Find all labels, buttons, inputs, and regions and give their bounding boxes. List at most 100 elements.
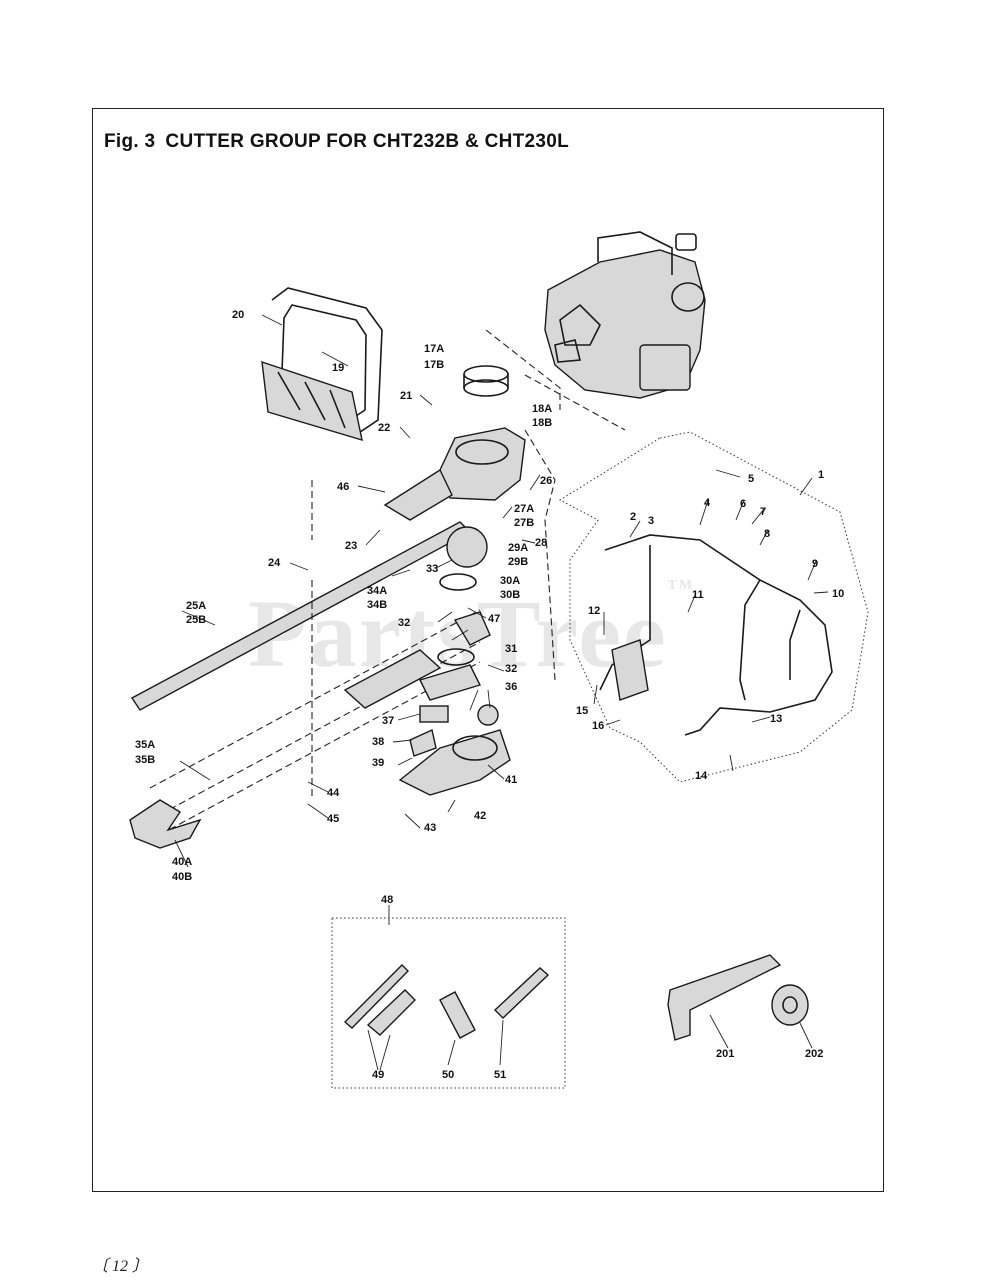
callout-30a: 30A: [500, 575, 520, 587]
callout-19: 19: [332, 362, 344, 374]
page-number: 〔 12 〕: [92, 1258, 149, 1275]
callout-15: 15: [576, 705, 588, 717]
callout-51: 51: [494, 1069, 506, 1081]
bearing-17-sides: [463, 374, 509, 388]
bearing-36-illustration: [477, 704, 499, 726]
callout-37: 37: [382, 715, 394, 727]
callout-30b: 30B: [500, 589, 520, 601]
guide-line-engine: [485, 329, 561, 410]
callout-27a: 27A: [514, 503, 534, 515]
callout-32a: 32: [398, 617, 410, 629]
callout-25b: 25B: [186, 614, 206, 626]
guide-line-right: [524, 429, 556, 681]
engine-illustration: [544, 231, 706, 399]
blade-25-illustration: [130, 521, 472, 711]
callout-29a: 29A: [508, 542, 528, 554]
callout-20: 20: [232, 309, 244, 321]
callout-40a: 40A: [172, 856, 192, 868]
callout-23: 23: [345, 540, 357, 552]
blade-35-40-illustration: [129, 609, 481, 849]
callout-2: 2: [630, 511, 636, 523]
pad-37-illustration: [419, 705, 449, 723]
callout-32b: 32: [505, 663, 517, 675]
callout-40b: 40B: [172, 871, 192, 883]
callout-18a: 18A: [532, 403, 552, 415]
callout-201: 201: [716, 1048, 734, 1060]
washer-32b-illustration: [437, 648, 475, 666]
callout-11: 11: [692, 589, 704, 601]
callout-4: 4: [704, 497, 711, 509]
callout-43: 43: [424, 822, 436, 834]
callout-8: 8: [764, 528, 770, 540]
callout-50: 50: [442, 1069, 454, 1081]
front-handle-illustration: [261, 287, 383, 442]
callout-35b: 35B: [135, 754, 155, 766]
guide-38-illustration: [409, 729, 437, 757]
callout-36: 36: [505, 681, 517, 693]
case-cover-41-illustration: [398, 729, 511, 796]
callout-49: 49: [372, 1069, 384, 1081]
callout-3: 3: [648, 515, 654, 527]
callout-45: 45: [327, 813, 339, 825]
callout-26: 26: [540, 475, 552, 487]
figure-title-text: CUTTER GROUP FOR CHT232B & CHT230L: [165, 131, 570, 152]
bearing-17-bottom: [463, 379, 509, 397]
callout-44: 44: [327, 787, 340, 799]
washer-32-illustration: [439, 573, 477, 591]
callout-10: 10: [832, 588, 844, 600]
wrench-51-illustration: [493, 967, 550, 1019]
callout-46: 46: [337, 481, 349, 493]
callout-7: 7: [760, 506, 766, 518]
callout-31: 31: [505, 643, 517, 655]
rear-handle-illustration: [599, 534, 833, 736]
callout-14: 14: [695, 770, 708, 782]
callout-25a: 25A: [186, 600, 206, 612]
connecting-rod-illustration: [419, 664, 481, 701]
assembly-1-boundary: [558, 431, 869, 783]
callout-17a: 17A: [424, 343, 444, 355]
callout-22: 22: [378, 422, 390, 434]
callout-27b: 27B: [514, 517, 534, 529]
gear-30-illustration: [446, 526, 488, 568]
wrench-201-illustration: [667, 954, 782, 1041]
case-cover-41-ring: [452, 735, 498, 761]
screwdriver-49-illustration: [343, 964, 416, 1036]
leader-lines: [174, 314, 829, 1071]
callout-13: 13: [770, 713, 782, 725]
callout-28: 28: [535, 537, 547, 549]
callout-202: 202: [805, 1048, 823, 1060]
crank-31-illustration: [453, 611, 491, 646]
figure-frame: [92, 108, 884, 1192]
callout-41: 41: [505, 774, 517, 786]
callout-33: 33: [426, 563, 438, 575]
callout-39: 39: [372, 757, 384, 769]
callout-labels: 1 2 3 4 5 6 7 8 9 10 11 12 13 14 15 16 1…: [135, 309, 844, 1081]
figure-title: Fig. 3 CUTTER GROUP FOR CHT232B & CHT230L: [104, 131, 579, 153]
callout-12: 12: [588, 605, 600, 617]
callout-17b: 17B: [424, 359, 444, 371]
callout-34a: 34A: [367, 585, 387, 597]
gear-case-18-illustration: [383, 427, 526, 521]
callout-18b: 18B: [532, 417, 552, 429]
figure-number: Fig. 3: [104, 131, 156, 152]
guide-line-engine-2: [524, 374, 626, 431]
callout-34b: 34B: [367, 599, 387, 611]
watermark-tm: TM: [667, 578, 695, 593]
callout-21: 21: [400, 390, 412, 402]
callout-1: 1: [818, 469, 824, 481]
socket-50-illustration: [439, 991, 476, 1039]
callout-9: 9: [812, 558, 818, 570]
bit-202-illustration: [771, 984, 809, 1026]
callout-47: 47: [488, 613, 500, 625]
callout-35a: 35A: [135, 739, 155, 751]
callout-42: 42: [474, 810, 486, 822]
callout-16: 16: [592, 720, 604, 732]
callout-29b: 29B: [508, 556, 528, 568]
toolkit-48-box: [331, 917, 566, 1089]
callout-38: 38: [372, 736, 384, 748]
callout-48: 48: [381, 894, 393, 906]
callout-24: 24: [268, 557, 281, 569]
callout-6: 6: [740, 498, 746, 510]
callout-5: 5: [748, 473, 754, 485]
